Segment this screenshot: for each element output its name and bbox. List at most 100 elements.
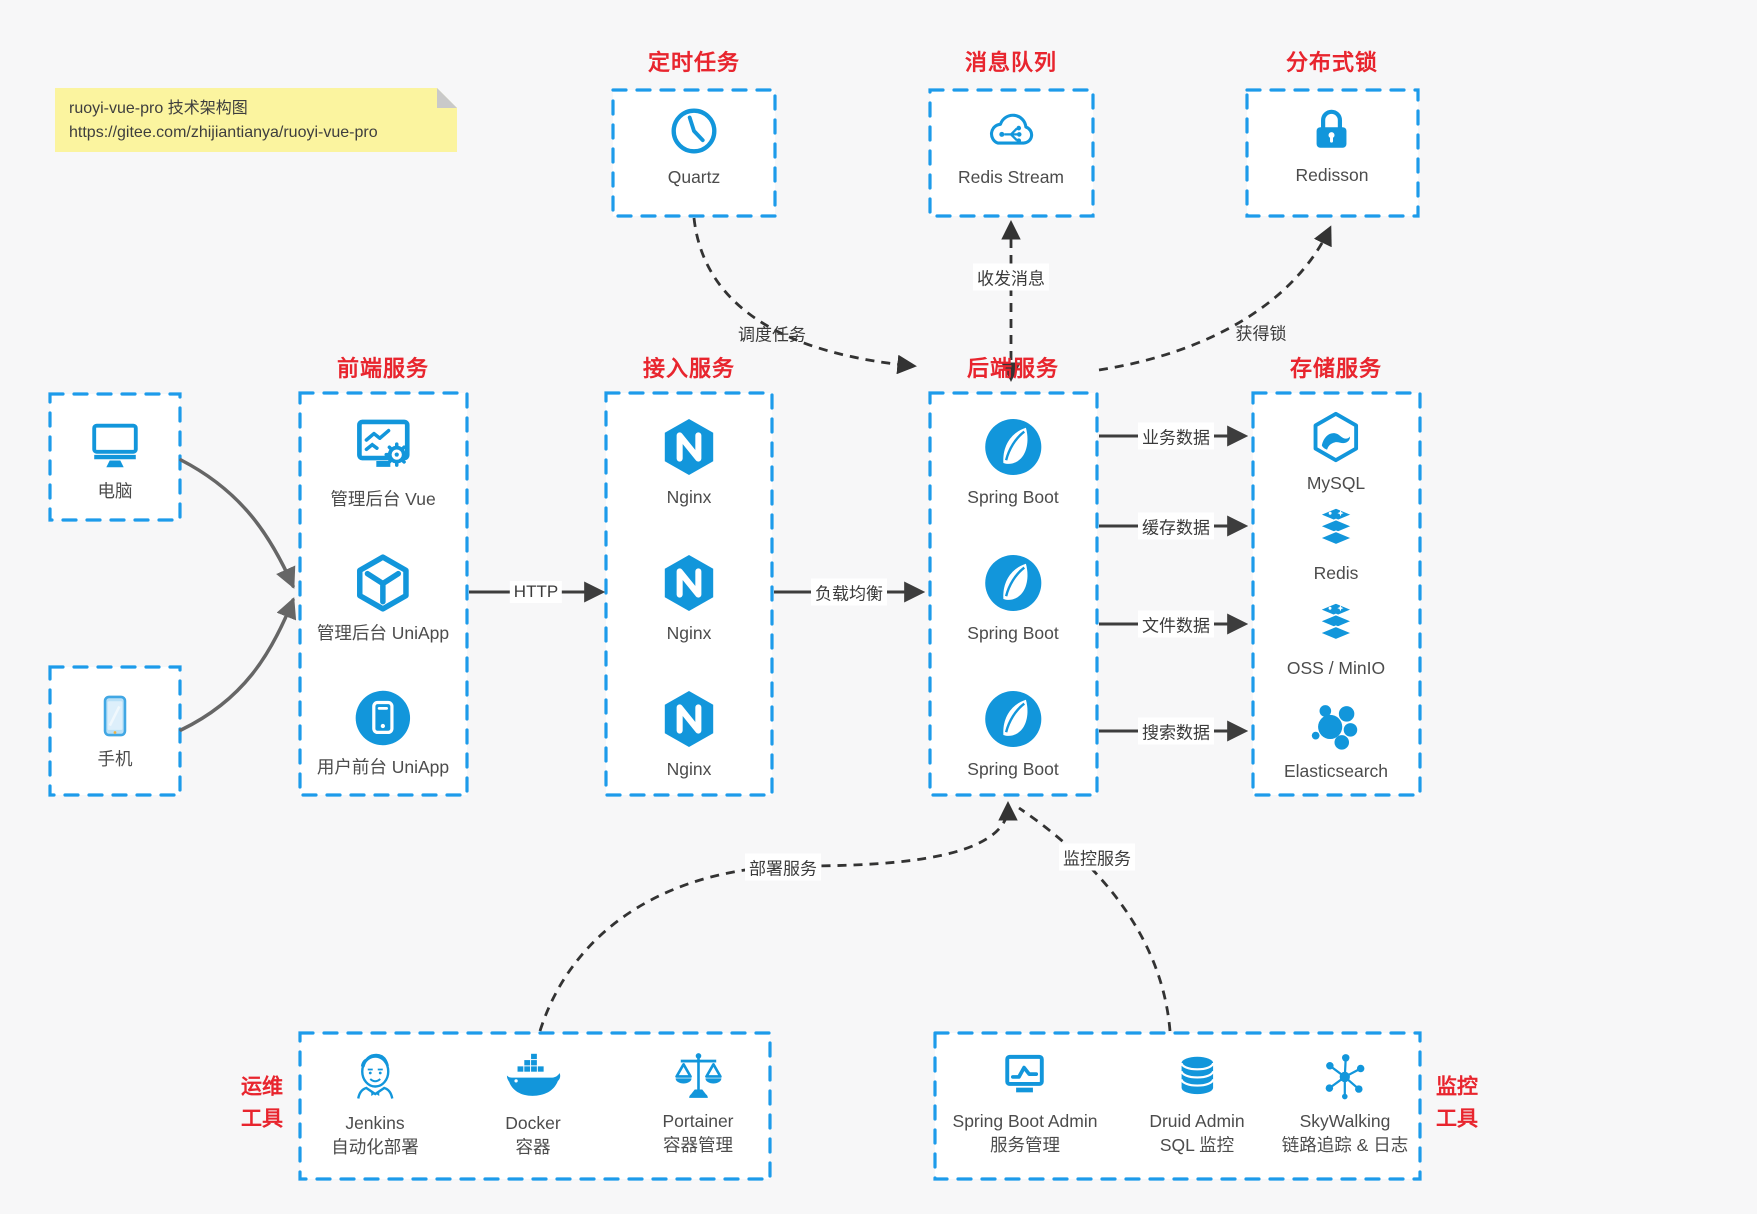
portainer-label: Portainer 容器管理 (662, 1110, 733, 1157)
elasticsearch-icon (1307, 696, 1365, 754)
pc-to-frontend-arrow (179, 458, 296, 589)
nginx-icon (656, 686, 722, 752)
redis-stream-node: Redis Stream (958, 102, 1064, 190)
spring-boot-label-1: Spring Boot (967, 487, 1059, 507)
spring-boot-node-2: Spring Boot (967, 550, 1059, 646)
docker-name: Docker (505, 1113, 561, 1133)
cube-icon (350, 550, 416, 616)
skywalking-name: SkyWalking (1299, 1111, 1391, 1131)
file-data-edge-label: 文件数据 (1138, 610, 1214, 638)
monitor-title-line2: 工具 (1436, 1107, 1478, 1130)
admin-vue-label: 管理后台 Vue (330, 489, 436, 509)
note-fold-corner (437, 88, 457, 108)
business-data-edge-label: 业务数据 (1138, 422, 1214, 450)
jenkins-icon (345, 1046, 405, 1106)
spring-boot-icon (980, 686, 1046, 752)
oss-minio-label: OSS / MinIO (1286, 658, 1386, 678)
admin-uniapp-label: 管理后台 UniApp (316, 623, 450, 643)
jenkins-name: Jenkins (345, 1113, 405, 1133)
portainer-desc: 容器管理 (662, 1134, 733, 1155)
section-title-backend: 后端服务 (966, 356, 1060, 381)
jenkins-node: Jenkins 自动化部署 (331, 1046, 419, 1159)
sba-desc: 服务管理 (989, 1134, 1060, 1155)
admin-uniapp-node: 管理后台 UniApp (317, 550, 449, 646)
portainer-node: Portainer 容器管理 (662, 1048, 734, 1157)
mysql-icon (1307, 408, 1365, 466)
spring-boot-admin-label: Spring Boot Admin 服务管理 (953, 1110, 1098, 1157)
portainer-name: Portainer (662, 1111, 734, 1131)
deploy-service-edge-label: 部署服务 (745, 853, 821, 881)
object-storage-icon (1309, 597, 1363, 651)
ops-title-line1: 运维 (241, 1075, 283, 1099)
nginx-label-2: Nginx (666, 623, 712, 643)
skywalking-label: SkyWalking 链路追踪 & 日志 (1282, 1110, 1408, 1157)
docker-label: Docker 容器 (505, 1112, 560, 1159)
user-uniapp-node: 用户前台 UniApp (317, 686, 449, 780)
quartz-label: Quartz (667, 167, 721, 187)
section-title-scheduled-task: 定时任务 (647, 50, 741, 75)
skywalking-desc: 链路追踪 & 日志 (1281, 1134, 1409, 1155)
spring-boot-icon (980, 414, 1046, 480)
docker-icon (504, 1048, 562, 1106)
druid-admin-node: Druid Admin SQL 监控 (1149, 1050, 1245, 1157)
nginx-node-2: Nginx (656, 550, 722, 646)
monitor-pulse-icon (997, 1048, 1053, 1104)
section-title-message-queue: 消息队列 (964, 50, 1058, 75)
mobile-to-frontend-arrow (179, 597, 297, 732)
note-url: https://gitee.com/zhijiantianya/ruoyi-vu… (69, 124, 378, 141)
cache-data-edge-label: 缓存数据 (1138, 512, 1214, 540)
deploy-service-arrow (538, 801, 1018, 1032)
pc-client-label: 电脑 (97, 481, 133, 501)
acquire-lock-arrow (1098, 225, 1332, 372)
jenkins-desc: 自动化部署 (331, 1136, 419, 1157)
acquire-lock-edge-label: 获得锁 (1235, 324, 1287, 344)
schedule-task-edge-label: 调度任务 (738, 325, 806, 345)
quartz-node: Quartz (665, 102, 723, 190)
user-uniapp-label: 用户前台 UniApp (316, 757, 450, 777)
note-title: ruoyi-vue-pro 技术架构图 (69, 100, 248, 117)
mysql-label: MySQL (1306, 473, 1366, 493)
desktop-icon (86, 416, 144, 474)
search-data-edge-label: 搜索数据 (1138, 717, 1214, 745)
druid-name: Druid Admin (1149, 1111, 1245, 1131)
spring-boot-node-1: Spring Boot (967, 414, 1059, 510)
schedule-task-arrow (692, 217, 917, 375)
spring-boot-icon (980, 550, 1046, 616)
section-title-ops-tools: 运维 工具 (241, 1072, 283, 1135)
nginx-label-1: Nginx (666, 487, 712, 507)
skywalking-node: SkyWalking 链路追踪 & 日志 (1282, 1048, 1408, 1157)
redisson-node: Redisson (1295, 102, 1369, 188)
nginx-label-3: Nginx (666, 759, 712, 779)
elasticsearch-label: Elasticsearch (1283, 761, 1389, 781)
sticky-note: ruoyi-vue-pro 技术架构图 https://gitee.com/zh… (55, 88, 457, 152)
redis-stack-icon (1309, 502, 1363, 556)
lock-icon (1304, 102, 1360, 158)
sba-name: Spring Boot Admin (952, 1111, 1098, 1131)
message-edge-label: 收发消息 (973, 263, 1049, 291)
redis-stream-label: Redis Stream (957, 167, 1065, 187)
mobile-client-node: 手机 (89, 690, 141, 772)
section-title-monitor-tools: 监控 工具 (1436, 1072, 1478, 1135)
network-nodes-icon (1317, 1048, 1373, 1104)
ops-title-line2: 工具 (241, 1107, 283, 1130)
spring-boot-admin-node: Spring Boot Admin 服务管理 (953, 1048, 1098, 1157)
druid-admin-label: Druid Admin SQL 监控 (1149, 1110, 1244, 1157)
nginx-icon (656, 414, 722, 480)
nginx-icon (656, 550, 722, 616)
pc-client-node: 电脑 (86, 416, 144, 504)
spring-boot-node-3: Spring Boot (967, 686, 1059, 782)
elasticsearch-node: Elasticsearch (1284, 696, 1388, 784)
message-queue-box (928, 88, 1095, 218)
section-title-frontend: 前端服务 (336, 356, 430, 381)
monitor-title-line1: 监控 (1436, 1075, 1478, 1099)
mobile-client-label: 手机 (97, 749, 133, 769)
spring-boot-label-3: Spring Boot (967, 759, 1059, 779)
monitor-service-edge-label: 监控服务 (1059, 843, 1135, 871)
redisson-label: Redisson (1295, 165, 1369, 185)
smartphone-icon (89, 690, 141, 742)
redis-node: Redis (1309, 502, 1363, 586)
admin-dashboard-icon (348, 412, 418, 482)
section-title-storage: 存储服务 (1289, 356, 1383, 381)
